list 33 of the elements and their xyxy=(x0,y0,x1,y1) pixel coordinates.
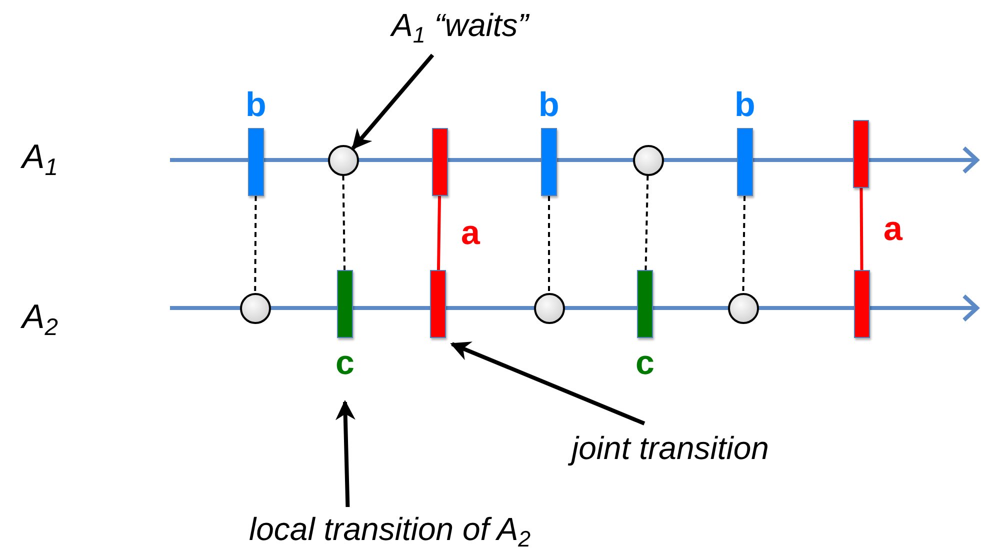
transition-bar xyxy=(430,270,446,338)
wait-circle xyxy=(632,144,664,176)
wait-circle xyxy=(728,292,758,324)
transition-bar xyxy=(854,270,870,338)
wait-circle xyxy=(328,144,358,176)
transition-bar xyxy=(432,128,448,196)
transition-bar xyxy=(637,270,653,338)
transition-label: b xyxy=(734,88,756,122)
connector-line xyxy=(436,196,442,270)
transition-bar xyxy=(737,128,753,196)
connector-line xyxy=(342,175,346,270)
transition-label: b xyxy=(538,88,560,122)
transition-bar xyxy=(541,128,557,196)
transition-label: b xyxy=(246,88,266,122)
transition-bar xyxy=(853,120,869,188)
connector-line xyxy=(548,196,550,292)
arrow xyxy=(352,54,434,150)
annotation-text: local transition of A$_{2}$ xyxy=(249,511,531,553)
automaton-label: A$_{2}$ xyxy=(22,298,58,342)
connector-line xyxy=(742,196,746,293)
arrow xyxy=(335,400,356,508)
transition-bar xyxy=(337,270,353,338)
transition-label: c xyxy=(336,346,354,380)
wait-circle xyxy=(534,292,564,324)
connector-line xyxy=(644,175,649,270)
arrow xyxy=(450,342,646,426)
transition-bar xyxy=(248,128,264,196)
automaton-label: A$_{1}$ xyxy=(22,138,58,182)
connector-line xyxy=(254,196,257,292)
wait-circle xyxy=(240,292,270,324)
annotation-text: A$_{1}$ “waits” xyxy=(392,7,528,49)
transition-label: c xyxy=(636,346,654,380)
connector-line xyxy=(860,188,864,270)
